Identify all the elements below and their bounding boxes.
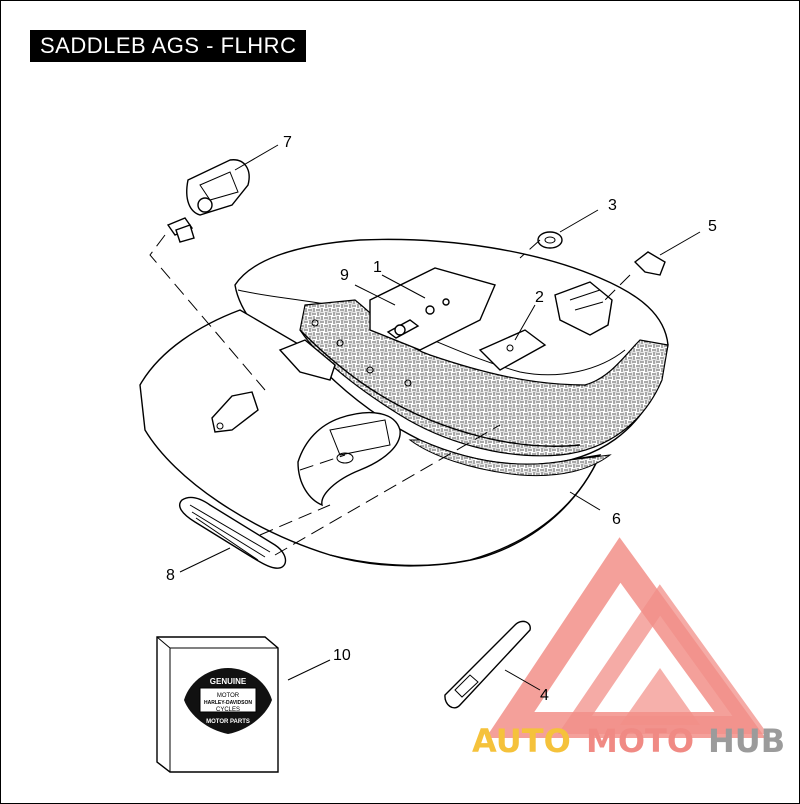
callout-8: 8 [166, 567, 175, 584]
callout-2: 2 [535, 289, 544, 306]
side-bracket [211, 391, 259, 433]
watermark-text: AUTO MOTO HUB [472, 722, 785, 760]
lock-assembly [166, 159, 250, 243]
callout-numbers: 7 1 9 2 3 5 6 8 10 4 [166, 134, 717, 704]
emblem-line1: GENUINE [210, 677, 247, 686]
grommet [537, 231, 563, 249]
callout-5: 5 [708, 218, 717, 235]
watermark-word-moto: MOTO [586, 722, 694, 760]
watermark-word-hub: HUB [708, 722, 785, 760]
inner-plate [478, 329, 547, 371]
assembly-guide-lines [149, 234, 631, 556]
watermark-logo [485, 537, 768, 738]
clip [633, 251, 666, 276]
callout-3: 3 [608, 197, 617, 214]
emblem-line2: MOTOR [217, 693, 240, 699]
lid-plate [369, 267, 496, 351]
callout-6: 6 [612, 511, 621, 528]
callout-1: 1 [373, 259, 382, 276]
parts-package: GENUINE MOTOR HARLEY-DAVIDSON CYCLES MOT… [156, 636, 279, 773]
callout-4: 4 [540, 687, 549, 704]
callout-10: 10 [333, 647, 351, 664]
emblem-line4: CYCLES [216, 707, 240, 713]
page-title: SADDLEB AGS - FLHRC [30, 30, 307, 62]
watermark-word-auto: AUTO [472, 722, 571, 760]
callout-7: 7 [283, 134, 292, 151]
reflector [178, 496, 287, 569]
trim-strip [444, 620, 531, 709]
emblem-line3: HARLEY-DAVIDSON [204, 700, 252, 706]
genuine-parts-emblem: GENUINE MOTOR HARLEY-DAVIDSON CYCLES MOT… [184, 668, 272, 734]
rear-bracket [554, 281, 613, 336]
leader-lines [179, 144, 701, 691]
emblem-line5: MOTOR PARTS [206, 719, 250, 725]
callout-9: 9 [340, 267, 349, 284]
